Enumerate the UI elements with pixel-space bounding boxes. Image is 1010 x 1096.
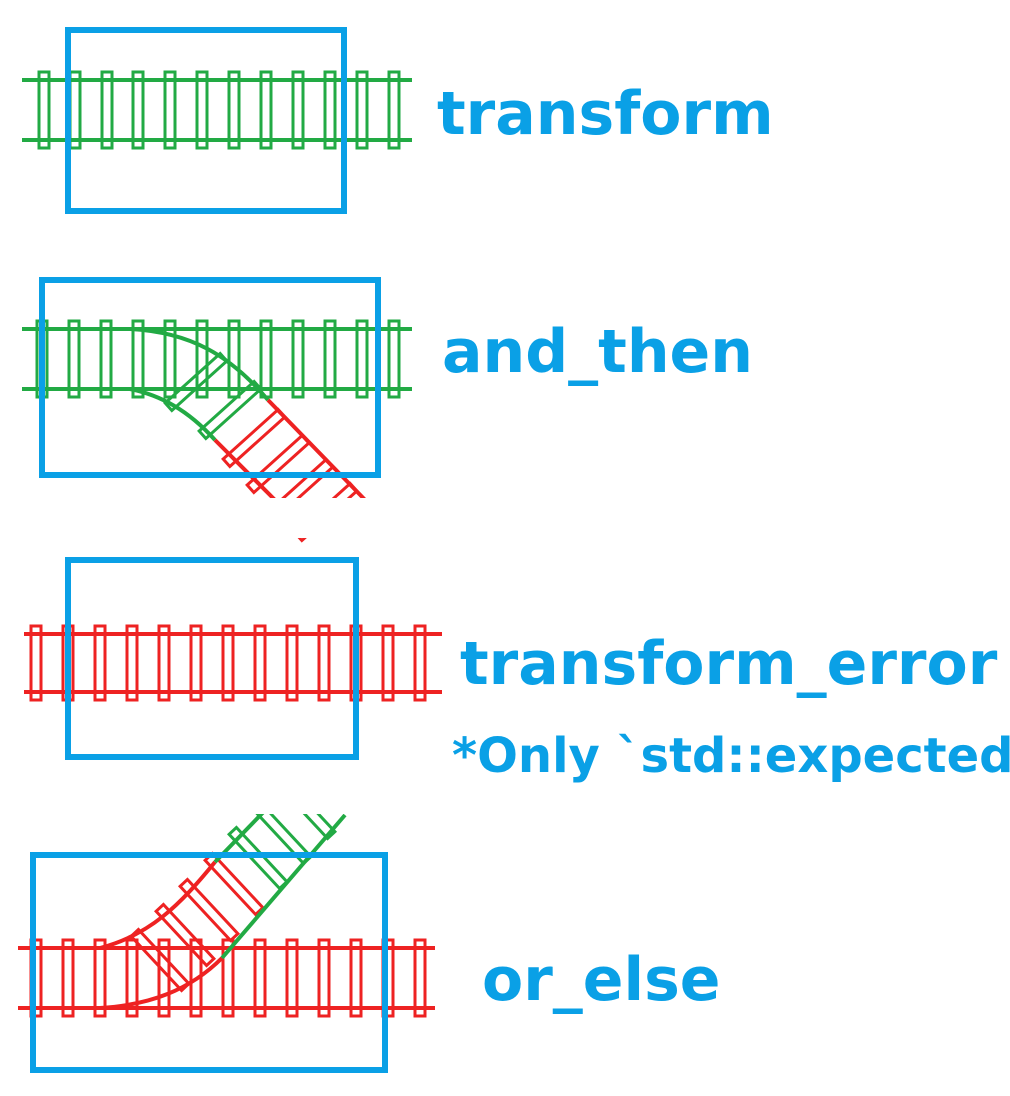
track-tie xyxy=(125,624,139,702)
track-tie xyxy=(317,938,331,1018)
track-tie xyxy=(259,319,273,399)
track-tie xyxy=(93,624,107,702)
and-then-label: and_then xyxy=(442,317,753,387)
green-straight-track xyxy=(22,70,412,150)
red-branch-rails xyxy=(213,398,372,512)
red-straight-track xyxy=(24,624,442,702)
track-tie xyxy=(413,938,427,1018)
track-tie xyxy=(227,70,241,150)
track-tie xyxy=(259,70,273,150)
track-tie xyxy=(195,70,209,150)
track-tie xyxy=(387,319,401,399)
track-tie xyxy=(29,624,43,702)
and-then-box xyxy=(39,277,381,478)
track-tie xyxy=(195,319,209,399)
or-else-label: or_else xyxy=(482,945,720,1015)
track-tie xyxy=(323,70,337,150)
track-tie xyxy=(100,70,114,150)
track-tie xyxy=(68,70,82,150)
track-tie xyxy=(37,70,51,150)
transform-section: transform xyxy=(22,27,774,214)
track-tie xyxy=(189,624,203,702)
track-tie xyxy=(413,624,427,702)
or-else-box xyxy=(30,852,388,1073)
transform-error-section: transform_error * *Only `std::expected` xyxy=(24,557,1010,784)
expected-only-note: *Only `std::expected` xyxy=(452,728,1010,784)
track-tie xyxy=(221,624,235,702)
and-then-bottom-clip xyxy=(240,498,400,538)
track-tie xyxy=(381,624,395,702)
track-tie xyxy=(317,624,331,702)
and-then-section: and_then xyxy=(22,277,753,543)
track-tie xyxy=(125,938,139,1018)
track-tie xyxy=(221,938,235,1018)
track-tie xyxy=(323,319,337,399)
track-tie xyxy=(163,70,177,150)
track-tie xyxy=(157,624,171,702)
track-tie xyxy=(99,319,113,399)
track-tie xyxy=(285,624,299,702)
track-tie xyxy=(131,319,145,399)
track-tie xyxy=(387,70,401,150)
or-else-top-clip xyxy=(200,770,400,814)
track-tie xyxy=(131,70,145,150)
track-tie xyxy=(61,938,75,1018)
green-branch-curve xyxy=(129,327,270,442)
track-tie xyxy=(93,938,107,1018)
track-tie xyxy=(355,70,369,150)
red-branch-curve xyxy=(99,860,224,1010)
track-tie xyxy=(285,938,299,1018)
transform-box xyxy=(65,27,347,214)
transform-label: transform xyxy=(437,79,774,149)
track-tie xyxy=(291,319,305,399)
track-tie xyxy=(355,319,369,399)
green-branch-ties xyxy=(163,351,263,441)
track-tie xyxy=(227,319,241,399)
transform-error-label: transform_error * xyxy=(460,629,1010,699)
track-tie xyxy=(253,938,267,1018)
green-main-track xyxy=(22,319,412,399)
or-else-section: or_else xyxy=(18,770,720,1073)
transform-error-box xyxy=(65,557,359,760)
track-tie xyxy=(253,624,267,702)
track-tie xyxy=(67,319,81,399)
red-branch-ties xyxy=(128,851,266,993)
track-tie xyxy=(291,70,305,150)
track-tie xyxy=(349,938,363,1018)
